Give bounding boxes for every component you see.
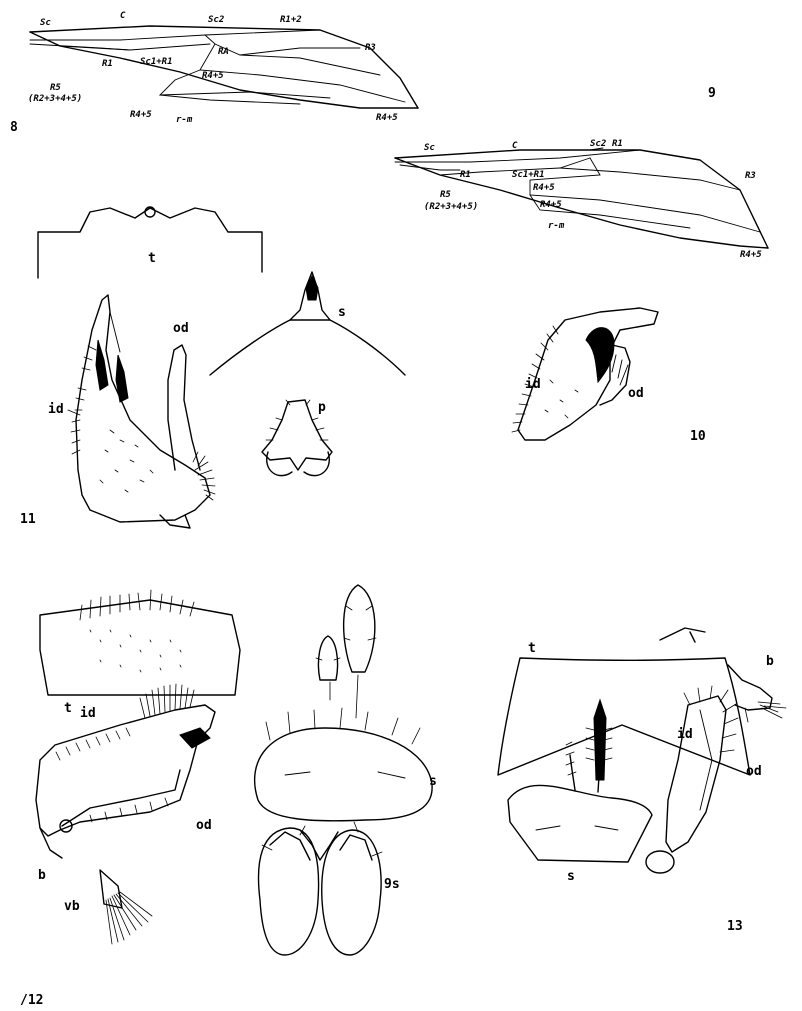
fig12-label-b: b — [38, 868, 46, 883]
fig8-vein-r45-inner: R4+5 — [202, 71, 224, 81]
fig12-number: /12 — [20, 993, 43, 1008]
fig10-number: 10 — [690, 429, 706, 444]
fig9-vein-r45-inner: R4+5 — [533, 183, 555, 193]
fig8-vein-sc2: Sc2 — [208, 15, 224, 25]
fig8-vein-r1: R1 — [102, 59, 113, 69]
fig12-label-s: s — [429, 774, 437, 789]
fig9-vein-c: C — [512, 141, 518, 151]
fig8-vein-r45-tip: R4+5 — [376, 113, 398, 123]
fig9-vein-r5: R5 — [440, 190, 451, 200]
fig8-vein-r3: R3 — [365, 43, 376, 53]
fig12-tergite — [40, 590, 240, 695]
fig13-label-s: s — [567, 869, 575, 884]
fig8-vein-r5-formula: (R2+3+4+5) — [28, 94, 82, 104]
fig11-clasper-hairs — [71, 346, 215, 500]
fig12-label-vb: vb — [64, 899, 80, 914]
fig8-vein-r5: R5 — [50, 83, 61, 93]
fig9-number: 9 — [708, 86, 716, 101]
fig11-label-t: t — [148, 251, 156, 266]
fig9-vein-r5-formula: (R2+3+4+5) — [424, 202, 478, 212]
fig9-vein-r1-top: R1 — [612, 139, 623, 149]
fig13-label-id: id — [677, 727, 693, 742]
fig10-label-od: od — [628, 386, 644, 401]
fig9-vein-r1: R1 — [460, 170, 471, 180]
fig12-label-9s: 9s — [384, 877, 400, 892]
fig10-label-id: id — [525, 377, 541, 392]
fig8-number: 8 — [10, 120, 18, 135]
fig11-label-od: od — [173, 321, 189, 336]
fig13-label-od: od — [746, 764, 762, 779]
fig9-vein-sc: Sc — [424, 143, 435, 153]
fig8-vein-r1r2: R1+2 — [280, 15, 302, 25]
fig8-vein-sc: Sc — [40, 18, 51, 28]
fig11-label-s: s — [338, 305, 346, 320]
fig9-vein-r3: R3 — [745, 171, 756, 181]
fig13-label-b: b — [766, 654, 774, 669]
fig9-vein-r45-tip: R4+5 — [740, 250, 762, 260]
fig9-wing — [395, 148, 768, 248]
fig8-vein-ra: RA — [218, 47, 229, 57]
fig11-tergite — [38, 207, 262, 278]
fig12-label-id: id — [80, 706, 96, 721]
fig12-label-od: od — [196, 818, 212, 833]
fig8-vein-rm: r-m — [176, 115, 193, 125]
fig11-label-id: id — [48, 402, 64, 417]
fig12-brush — [100, 870, 152, 944]
fig12-label-t: t — [64, 701, 72, 716]
fig13-claspers — [646, 686, 738, 873]
fig8-vein-c: C — [120, 11, 126, 21]
fig9-vein-rm: r-m — [548, 221, 565, 231]
fig13-sternite — [508, 700, 652, 862]
fig13-b-appendage — [728, 665, 786, 722]
fig10-claspers — [518, 308, 658, 440]
fig13-label-t: t — [528, 641, 536, 656]
fig12-ninth-sternite — [259, 822, 382, 955]
fig11-claspers — [76, 295, 210, 528]
fig13-number: 13 — [727, 919, 743, 934]
fig11-id-leader — [68, 410, 80, 415]
fig9-vein-sc2: Sc2 — [590, 139, 606, 149]
fig11-sternite — [210, 272, 405, 375]
fig8-wing — [30, 26, 418, 108]
fig8-vein-r45-lower: R4+5 — [130, 110, 152, 120]
fig10-clasper-hairs — [512, 326, 578, 432]
fig12-claspers — [36, 705, 215, 858]
fig9-vein-sc1r1: Sc1+R1 — [512, 170, 545, 180]
fig9-vein-r45-lower: R4+5 — [540, 200, 562, 210]
fig11-label-p: p — [318, 400, 326, 415]
fig12-sternite — [255, 585, 432, 821]
fig8-vein-sc1r1: Sc1+R1 — [140, 57, 173, 67]
fig11-number: 11 — [20, 512, 36, 527]
